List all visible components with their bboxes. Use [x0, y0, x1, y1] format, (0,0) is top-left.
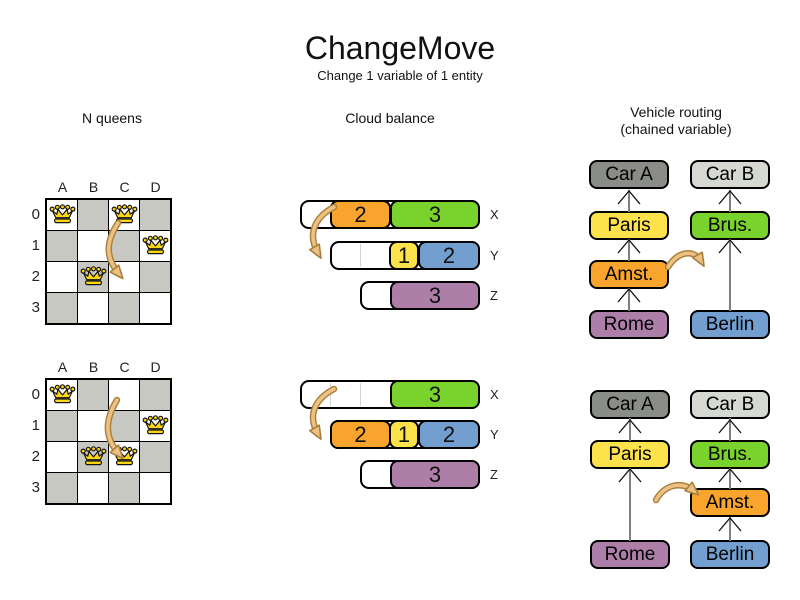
cell-B1	[78, 411, 108, 441]
node-amsterdam: Amst.	[690, 488, 770, 517]
queen-icon	[111, 446, 138, 468]
board-after-col-label: A	[57, 359, 68, 375]
cell-C2	[109, 262, 139, 292]
board-before-col-label: C	[119, 179, 130, 195]
cell-C1	[109, 411, 139, 441]
node-car-b: Car B	[690, 160, 770, 189]
cell-C1	[109, 231, 139, 261]
cell-D1	[140, 411, 170, 441]
process-block-blue: 2	[418, 420, 480, 449]
node-rome: Rome	[589, 310, 669, 339]
computer-label-y: Y	[490, 427, 499, 442]
board-after-col-label: B	[88, 359, 99, 375]
bar-divider	[360, 244, 361, 267]
process-block-green: 3	[390, 380, 480, 409]
node-brussels: Brus.	[690, 440, 770, 469]
process-block-yellow: 1	[389, 420, 419, 449]
node-brussels: Brus.	[690, 211, 770, 240]
cell-A1	[47, 411, 77, 441]
cell-A3	[47, 473, 77, 503]
queen-icon	[142, 235, 169, 257]
cell-C3	[109, 473, 139, 503]
board-after-row-label: 1	[31, 417, 40, 434]
cell-B0	[78, 380, 108, 410]
process-block-purple: 3	[390, 281, 480, 310]
board-after-row-label: 0	[31, 386, 40, 403]
node-amsterdam: Amst.	[589, 260, 669, 289]
nqueens-board-before	[45, 198, 172, 325]
cell-D3	[140, 473, 170, 503]
queen-icon	[111, 204, 138, 226]
bar-divider	[360, 383, 361, 406]
cell-A2	[47, 442, 77, 472]
cell-D0	[140, 380, 170, 410]
node-rome: Rome	[590, 540, 670, 569]
node-car-a: Car A	[589, 160, 669, 189]
computer-label-z: Z	[490, 288, 498, 303]
cell-A3	[47, 293, 77, 323]
page-title: ChangeMove	[304, 30, 496, 66]
cell-C3	[109, 293, 139, 323]
cell-B3	[78, 293, 108, 323]
cell-A0	[47, 380, 77, 410]
board-after-row-label: 3	[31, 479, 40, 496]
cell-D3	[140, 293, 170, 323]
board-before-col-label: B	[88, 179, 99, 195]
cell-B2	[78, 442, 108, 472]
board-before-col-label: A	[57, 179, 68, 195]
cell-B1	[78, 231, 108, 261]
vehicle-header-line1: Vehicle routing	[630, 104, 722, 120]
computer-label-x: X	[490, 207, 499, 222]
process-block-orange: 2	[330, 420, 391, 449]
cell-A0	[47, 200, 77, 230]
cell-A2	[47, 262, 77, 292]
node-berlin: Berlin	[690, 540, 770, 569]
vehicle-header-line2: (chained variable)	[620, 121, 732, 137]
vehicle-header: Vehicle routing (chained variable)	[596, 104, 756, 138]
node-car-a: Car A	[590, 390, 670, 419]
cell-C0	[109, 200, 139, 230]
queen-icon	[80, 266, 107, 288]
cell-C2	[109, 442, 139, 472]
cell-D1	[140, 231, 170, 261]
cloud-header: Cloud balance	[345, 110, 435, 126]
cell-D2	[140, 262, 170, 292]
queen-icon	[49, 204, 76, 226]
cell-B3	[78, 473, 108, 503]
cell-B2	[78, 262, 108, 292]
node-car-b: Car B	[690, 390, 770, 419]
board-before-row-label: 3	[31, 299, 40, 316]
cell-A1	[47, 231, 77, 261]
board-before-row-label: 1	[31, 237, 40, 254]
page-subtitle: Change 1 variable of 1 entity	[317, 68, 483, 83]
queen-icon	[80, 446, 107, 468]
process-block-yellow: 1	[389, 241, 419, 270]
queen-icon	[49, 384, 76, 406]
board-before-row-label: 0	[31, 206, 40, 223]
nqueens-header: N queens	[82, 110, 142, 126]
node-paris: Paris	[590, 440, 670, 469]
process-block-purple: 3	[390, 460, 480, 489]
cell-D2	[140, 442, 170, 472]
process-block-orange: 2	[330, 200, 391, 229]
board-before-col-label: D	[150, 179, 161, 195]
board-after-col-label: D	[150, 359, 161, 375]
board-after-col-label: C	[119, 359, 130, 375]
computer-label-x: X	[490, 387, 499, 402]
nqueens-board-after	[45, 378, 172, 505]
cell-C0	[109, 380, 139, 410]
queen-icon	[142, 415, 169, 437]
node-berlin: Berlin	[690, 310, 770, 339]
process-block-blue: 2	[418, 241, 480, 270]
process-block-green: 3	[390, 200, 480, 229]
cell-B0	[78, 200, 108, 230]
chain-arrowhead-icons	[617, 189, 742, 532]
computer-label-y: Y	[490, 248, 499, 263]
computer-label-z: Z	[490, 467, 498, 482]
board-after-row-label: 2	[31, 448, 40, 465]
cell-D0	[140, 200, 170, 230]
bar-divider	[330, 383, 331, 406]
board-before-row-label: 2	[31, 268, 40, 285]
node-paris: Paris	[589, 211, 669, 240]
